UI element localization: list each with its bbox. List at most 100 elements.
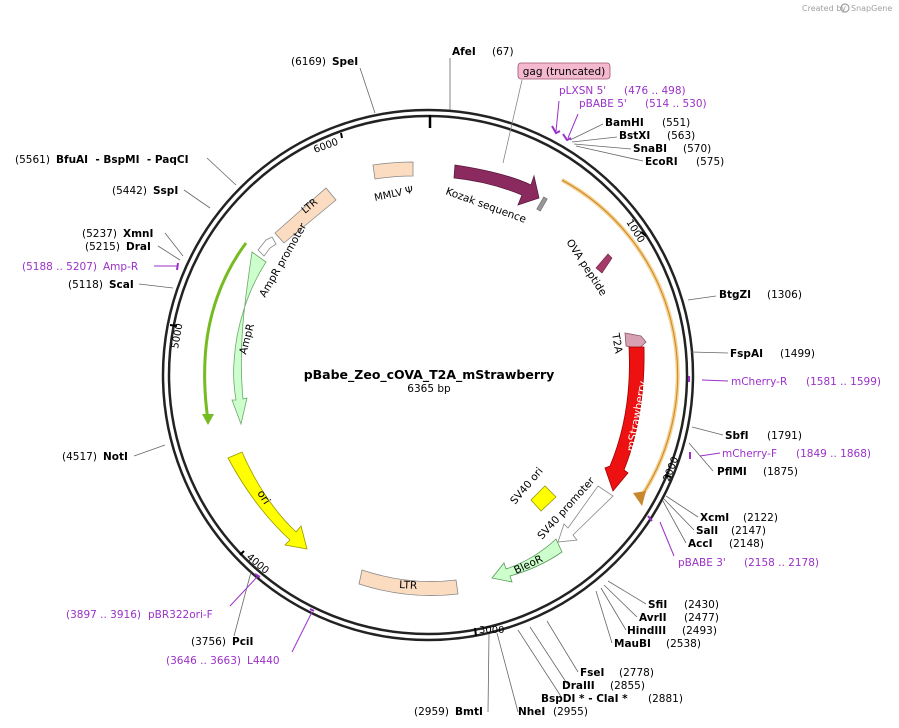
- enzyme-xcmi-pos: (2122): [743, 512, 778, 524]
- enzyme-bfuai-pos: (5561): [15, 154, 50, 166]
- primer-pbabe5-name: pBABE 5': [579, 98, 627, 110]
- kozak-sequence-feature[interactable]: [453, 164, 540, 206]
- enzyme-bstxi-name: BstXI: [619, 130, 650, 142]
- enzyme-bstxi-pos: (563): [667, 130, 695, 142]
- ampr-outer-arrowhead: [202, 414, 214, 425]
- ltr-bottom-feature[interactable]: [358, 569, 459, 596]
- enzyme-drai-name: DraI: [126, 241, 151, 253]
- enzyme-afei-name: AfeI: [452, 46, 476, 58]
- ori-feature[interactable]: [227, 451, 308, 550]
- enzyme-acci-name: AccI: [688, 538, 712, 550]
- enzyme-maubi-name: MauBI: [614, 638, 651, 650]
- primer-markers: [176, 125, 691, 612]
- tick-2000: 2000: [662, 455, 682, 483]
- enzyme-bspdi-clai-name: BspDI * - ClaI *: [541, 693, 628, 705]
- enzyme-sspi-name: SspI: [153, 185, 178, 197]
- enzyme-bmti-name: BmtI: [455, 706, 483, 718]
- ova-peptide-feature[interactable]: [595, 253, 613, 274]
- kozak-small-marker: [536, 196, 548, 212]
- enzyme-bspdi-clai-pos: (2881): [648, 693, 683, 705]
- primer-leader-lines: [154, 100, 729, 653]
- enzyme-bmti-pos: (2959): [414, 706, 449, 718]
- enzyme-pflmi-name: PflMI: [717, 466, 747, 478]
- enzyme-noti-pos: (4517): [62, 451, 97, 463]
- ampr-promoter-arrow[interactable]: [257, 236, 277, 257]
- svg-text:4000: 4000: [244, 552, 271, 577]
- sv40-ori-feature[interactable]: [530, 485, 557, 512]
- primer-pbr322ori-name: pBR322ori-F: [148, 609, 213, 621]
- bleor-feature[interactable]: [491, 538, 563, 583]
- ori-label: ori: [254, 488, 273, 507]
- primer-l4440-name: L4440: [247, 655, 280, 667]
- enzyme-sbfi-pos: (1791): [767, 430, 802, 442]
- tick-5000: 5000: [169, 323, 185, 350]
- enzyme-fsei-name: FseI: [580, 667, 604, 679]
- bleor-label: BleoR: [512, 553, 545, 577]
- enzyme-scai-name: ScaI: [109, 279, 134, 291]
- primer-pbr322ori-range: (3897 .. 3916): [66, 609, 141, 621]
- enzyme-pcii-pos: (3756): [191, 636, 226, 648]
- enzyme-draiii-pos: (2855): [610, 680, 645, 692]
- svg-text:3000: 3000: [479, 625, 504, 636]
- sv40-promoter-feature[interactable]: [557, 485, 614, 543]
- primer-labels: pLXSN 5' (476 .. 498) pBABE 5' (514 .. 5…: [22, 85, 881, 667]
- snapgene-logo: SnapGene: [840, 3, 892, 13]
- enzyme-bamhi-pos: (551): [662, 117, 690, 129]
- primer-mcherry-f-name: mCherry-F: [722, 448, 777, 460]
- ampr-feature[interactable]: [231, 251, 267, 426]
- backbone-inner-ring: [167, 114, 689, 636]
- enzyme-pflmi-pos: (1875): [763, 466, 798, 478]
- svg-text:6000: 6000: [312, 137, 340, 156]
- enzyme-sfii-name: SfiI: [648, 599, 667, 611]
- enzyme-btgzi-pos: (1306): [767, 289, 802, 301]
- enzyme-snabi-pos: (570): [683, 143, 711, 155]
- enzyme-pcii-name: PciI: [232, 636, 253, 648]
- enzyme-snabi-name: SnaBI: [633, 143, 667, 155]
- enzyme-drai-pos: (5215): [85, 241, 120, 253]
- primer-pbabe5-range: (514 .. 530): [645, 98, 707, 110]
- enzyme-draiii-name: DraIII: [562, 680, 595, 692]
- enzyme-noti-name: NotI: [103, 451, 128, 463]
- enzyme-avrii-name: AvrII: [639, 612, 667, 624]
- enzyme-avrii-pos: (2477): [684, 612, 719, 624]
- enzyme-xcmi-name: XcmI: [700, 512, 729, 524]
- primer-amp-r-name: Amp-R: [103, 261, 138, 273]
- enzyme-xmni-pos: (5237): [82, 228, 117, 240]
- enzyme-fspai-name: FspAI: [730, 348, 763, 360]
- credit-brand: SnapGene: [851, 4, 892, 13]
- enzyme-fspai-pos: (1499): [780, 348, 815, 360]
- enzyme-leader-lines: [133, 58, 729, 713]
- primer-plxsn5-name: pLXSN 5': [559, 85, 606, 97]
- mmlv-psi-feature[interactable]: [372, 161, 414, 180]
- enzyme-acci-pos: (2148): [729, 538, 764, 550]
- enzyme-labels: AfeI (67) (6169) SpeI BamHI (551) BstXI …: [15, 46, 815, 718]
- t2a-label: T2A: [609, 331, 625, 355]
- gag-truncated-box[interactable]: [517, 62, 611, 80]
- enzyme-sbfi-name: SbfI: [725, 430, 749, 442]
- credit-created-by: Created by: [802, 4, 846, 13]
- primer-mcherry-r-range: (1581 .. 1599): [806, 376, 881, 388]
- enzyme-nhei-name: NheI: [518, 706, 545, 718]
- svg-text:2000: 2000: [662, 455, 682, 483]
- primer-mcherry-r-name: mCherry-R: [731, 376, 787, 388]
- gag-feature-arc-line: [561, 179, 679, 498]
- t2a-feature[interactable]: [624, 332, 647, 350]
- tick-3000: 3000: [474, 625, 504, 637]
- enzyme-bamhi-name: BamHI: [605, 117, 644, 129]
- enzyme-ecori-pos: (575): [696, 156, 724, 168]
- enzyme-nhei-pos: (2955): [553, 706, 588, 718]
- mstrawberry-feature[interactable]: [604, 346, 645, 492]
- enzyme-spei-pos: (6169): [291, 56, 326, 68]
- svg-text:5000: 5000: [170, 323, 185, 350]
- gag-truncated-label: gag (truncated): [523, 66, 606, 78]
- enzyme-sfii-pos: (2430): [684, 599, 719, 611]
- enzyme-bfuai-name: BfuAI - BspMI - PaqCI: [56, 154, 188, 166]
- enzyme-btgzi-name: BtgZI: [719, 289, 751, 301]
- backbone-outer-ring: [161, 108, 695, 642]
- ltr-top-feature[interactable]: [274, 187, 337, 244]
- gag-arrowhead: [633, 491, 646, 506]
- ltr-bottom-label: LTR: [399, 579, 418, 592]
- enzyme-scai-pos: (5118): [68, 279, 103, 291]
- plasmid-length: 6365 bp: [407, 383, 451, 395]
- primer-amp-r-range: (5188 .. 5207): [22, 261, 97, 273]
